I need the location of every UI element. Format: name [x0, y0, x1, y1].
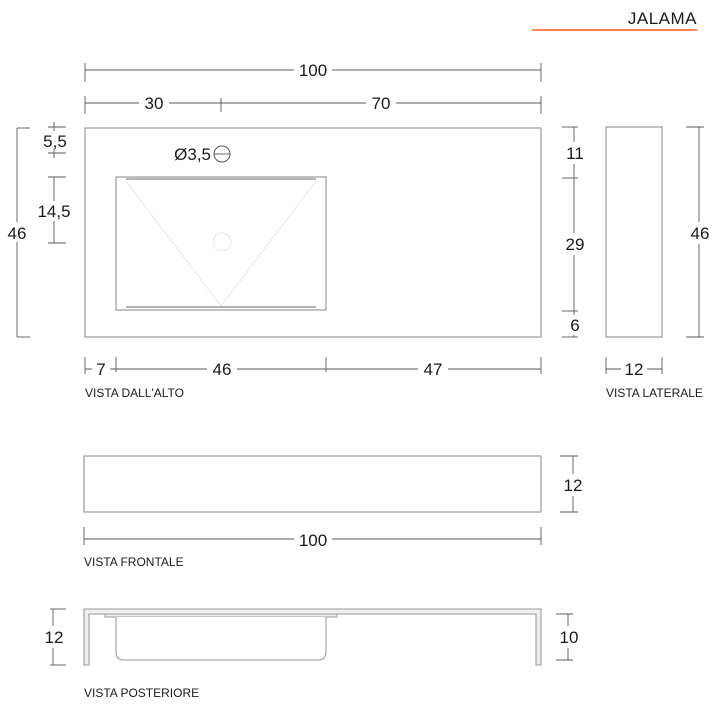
view-label-front: VISTA FRONTALE — [84, 555, 184, 569]
dim-right-top: 11 — [566, 144, 584, 163]
product-title: JALAMA — [628, 9, 697, 28]
top-view: 100 30 70 Ø3,5 46 5,5 — [4, 60, 588, 400]
side-outline — [605, 126, 663, 338]
dim-depth: 46 — [8, 224, 27, 243]
drain-circle — [212, 232, 232, 252]
view-label-side: VISTA LATERALE — [606, 386, 703, 400]
dim-bottom-right: 47 — [424, 360, 443, 379]
dim-overall-width: 100 — [299, 61, 327, 80]
basin-outline — [115, 176, 327, 311]
dim-back-height-right: 10 — [560, 628, 579, 647]
dim-bottom-middle: 46 — [213, 360, 232, 379]
back-slab-outline — [83, 608, 542, 666]
dim-right-middle: 29 — [566, 235, 585, 254]
dim-width-right: 70 — [372, 94, 391, 113]
view-label-back: VISTA POSTERIORE — [84, 686, 199, 700]
dim-right-bottom: 6 — [570, 316, 579, 335]
dim-hole-diameter: Ø3,5 — [174, 145, 211, 164]
back-view: 12 10 VISTA POSTERIORE — [40, 608, 584, 700]
dim-basin-offset: 14,5 — [37, 202, 70, 221]
dim-width-left: 30 — [145, 94, 164, 113]
dim-front-width: 100 — [299, 531, 327, 550]
dim-hole-offset: 5,5 — [43, 132, 67, 151]
front-outline — [83, 455, 542, 513]
dim-bottom-left: 7 — [96, 360, 105, 379]
view-label-top: VISTA DALL'ALTO — [85, 386, 184, 400]
dim-side-width: 12 — [625, 360, 644, 379]
side-view: 46 12 VISTA LATERALE — [605, 126, 714, 400]
dim-back-height-left: 12 — [45, 628, 64, 647]
dim-front-height: 12 — [564, 476, 583, 495]
front-view: 12 100 VISTA FRONTALE — [83, 455, 588, 569]
dim-side-height: 46 — [691, 224, 710, 243]
back-basin-outline — [115, 617, 327, 661]
